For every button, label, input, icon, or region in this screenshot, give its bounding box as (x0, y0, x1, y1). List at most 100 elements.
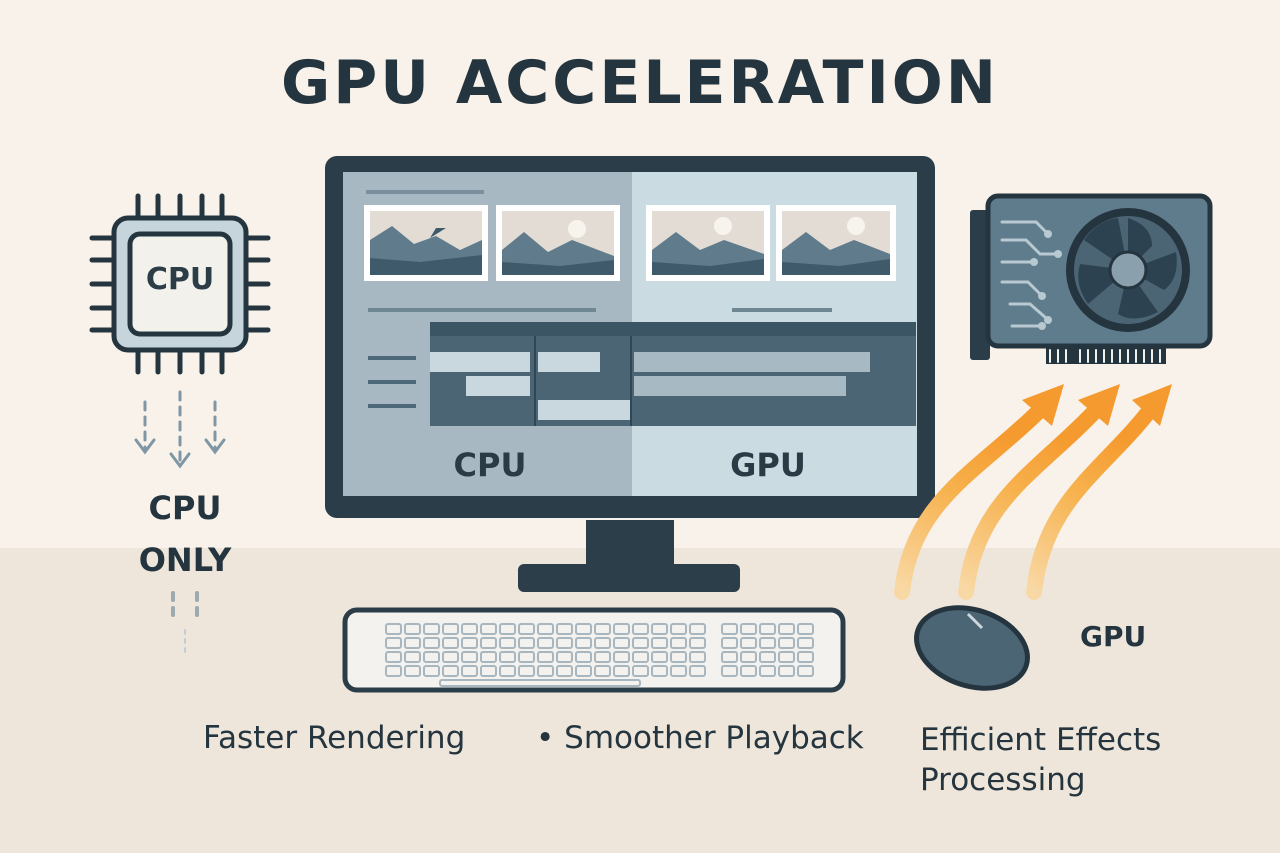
benefit-3-line2: Processing (920, 762, 1086, 798)
keyboard-key (385, 623, 402, 635)
keyboard-key (670, 637, 687, 649)
keyboard-key (518, 637, 535, 649)
keyboard-icon (342, 607, 846, 693)
arrow-up-heads (1022, 384, 1172, 426)
keyboard-key (518, 665, 535, 677)
keyboard-key (797, 623, 814, 635)
monitor-cpu-label: CPU (453, 446, 527, 484)
keyboard-key (778, 623, 795, 635)
keyboard-key (651, 623, 668, 635)
keyboard-key (613, 651, 630, 663)
keyboard-key (632, 665, 649, 677)
keyboard-key (537, 637, 554, 649)
keyboard-key (721, 623, 738, 635)
keyboard-key (594, 651, 611, 663)
keyboard-key (759, 651, 776, 663)
keyboard-key (404, 651, 421, 663)
keyboard-key (721, 651, 738, 663)
keyboard-key (385, 665, 402, 677)
keyboard-key (778, 651, 795, 663)
keyboard-key (423, 665, 440, 677)
cpu-only-line1: CPU (148, 489, 222, 527)
keyboard-key (499, 665, 516, 677)
keyboard-key (439, 679, 641, 687)
keyboard-key (404, 665, 421, 677)
arrow-down-icon (134, 390, 226, 469)
keyboard-key (461, 665, 478, 677)
keyboard-key (575, 637, 592, 649)
keyboard-key (575, 623, 592, 635)
keyboard-key (575, 651, 592, 663)
page-title: GPU ACCELERATION (281, 48, 999, 118)
keyboard-key (689, 651, 706, 663)
keyboard-key (721, 637, 738, 649)
keyboard-key (632, 637, 649, 649)
keyboard-key (651, 637, 668, 649)
keyboard-key (797, 665, 814, 677)
keyboard-key (759, 665, 776, 677)
keyboard-key (442, 623, 459, 635)
keyboard-key (689, 623, 706, 635)
mouse-icon (914, 605, 1030, 691)
keyboard-key (480, 637, 497, 649)
arrow-up-icon (894, 402, 1158, 600)
keyboard-key (613, 623, 630, 635)
keyboard-key (797, 651, 814, 663)
benefit-smoother-playback: • Smoother Playback (536, 720, 864, 756)
cpu-chip-icon (89, 193, 271, 375)
keyboard-key (740, 623, 757, 635)
keyboard-key (537, 651, 554, 663)
cpu-only-label: CPU ONLY (110, 482, 260, 586)
keyboard-key (480, 623, 497, 635)
keyboard-key (613, 665, 630, 677)
keyboard-key (385, 651, 402, 663)
keyboard-key (480, 651, 497, 663)
keyboard-key (442, 651, 459, 663)
keyboard-key (423, 637, 440, 649)
keyboard-key (461, 651, 478, 663)
keyboard-key (632, 623, 649, 635)
keyboard-key (759, 637, 776, 649)
keyboard-key (740, 637, 757, 649)
keyboard-key (385, 637, 402, 649)
dashed-connector (171, 591, 199, 653)
keyboard-key (461, 637, 478, 649)
keyboard-key (423, 651, 440, 663)
cpu-only-line2: ONLY (138, 541, 232, 579)
keyboard-key (442, 665, 459, 677)
keyboard-key (461, 623, 478, 635)
keyboard-key (613, 637, 630, 649)
peripheral-gpu-label: GPU (1080, 620, 1147, 653)
keyboard-key (670, 623, 687, 635)
keyboard-key (670, 651, 687, 663)
keyboard-key (689, 665, 706, 677)
desk-surface (0, 548, 1280, 853)
keyboard-key (740, 651, 757, 663)
keyboard-key (537, 665, 554, 677)
keyboard-key (556, 623, 573, 635)
monitor-icon (325, 156, 935, 592)
benefit-faster-rendering: Faster Rendering (203, 720, 466, 756)
keyboard-key (759, 623, 776, 635)
keyboard-key (689, 637, 706, 649)
keyboard-key (518, 651, 535, 663)
keyboard-key (404, 637, 421, 649)
keyboard-key (556, 637, 573, 649)
keyboard-key (721, 665, 738, 677)
keyboard-key (518, 623, 535, 635)
keyboard-key (537, 623, 554, 635)
keyboard-key (651, 651, 668, 663)
keyboard-key (651, 665, 668, 677)
keyboard-key (740, 665, 757, 677)
keyboard-key (632, 651, 649, 663)
keyboard-key (594, 665, 611, 677)
keyboard-key (556, 651, 573, 663)
monitor-gpu-label: GPU (730, 446, 806, 484)
keyboard-key (423, 623, 440, 635)
benefit-3-line1: Efficient Effects (920, 722, 1162, 758)
benefit-efficient-effects: Efficient Effects Processing (920, 720, 1161, 800)
keyboard-key (499, 651, 516, 663)
keyboard-key (556, 665, 573, 677)
keyboard-key (594, 623, 611, 635)
